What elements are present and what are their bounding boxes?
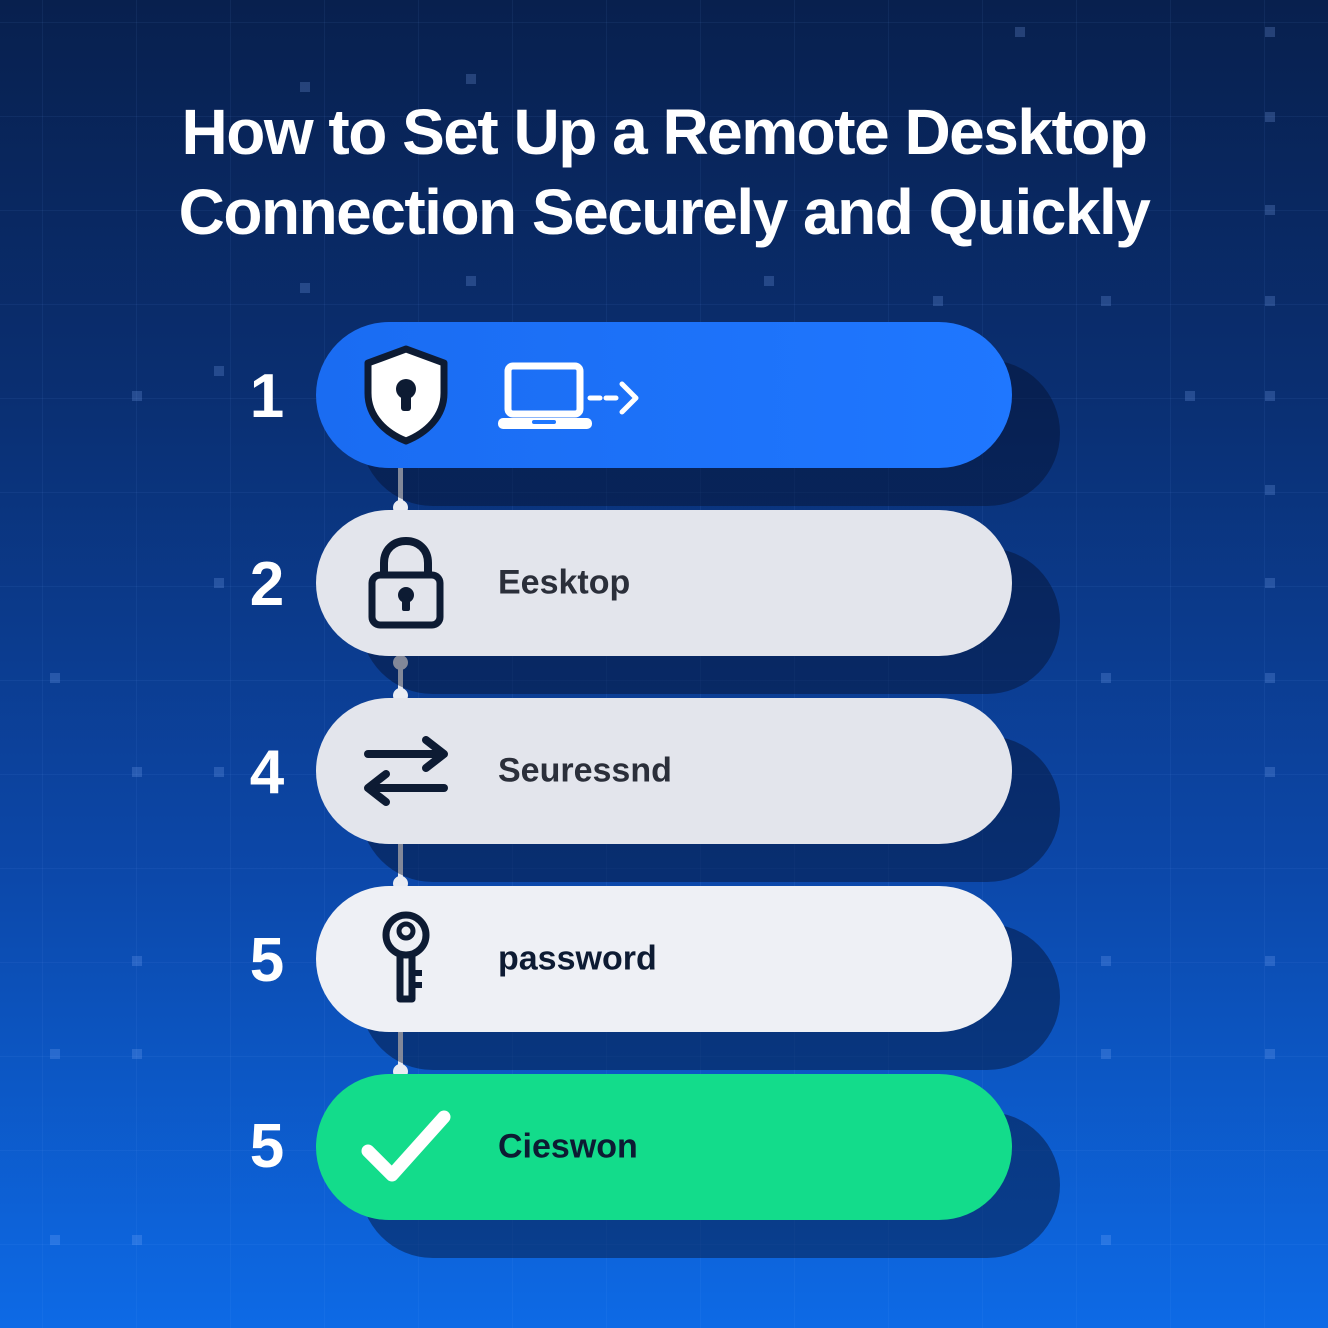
step-4-card[interactable]: password: [316, 886, 1012, 1032]
grid-marker: [214, 767, 224, 777]
grid-marker: [300, 283, 310, 293]
title-line-2: Connection Securely and Quickly: [178, 176, 1151, 248]
shield-lock-icon: [356, 345, 456, 445]
grid-marker: [1101, 296, 1111, 306]
grid-marker: [1265, 578, 1275, 588]
grid-marker: [1265, 296, 1275, 306]
grid-marker: [1101, 1235, 1111, 1245]
grid-marker: [1265, 112, 1275, 122]
step-1-card[interactable]: [316, 322, 1012, 468]
title-line-1: How to Set Up a Remote Desktop: [181, 96, 1148, 168]
step-number-3: 4: [249, 738, 285, 807]
grid-marker: [1265, 956, 1275, 966]
step-3-card[interactable]: Seuressnd: [316, 698, 1012, 844]
grid-marker: [1101, 673, 1111, 683]
grid-marker: [1015, 27, 1025, 37]
laptop-arrow-icon: [496, 360, 646, 437]
step-number-1: 1: [249, 362, 285, 431]
step-2-label: Eesktop: [498, 563, 631, 602]
swap-arrows-icon: [356, 721, 456, 821]
grid-marker: [50, 1049, 60, 1059]
grid-marker: [1101, 956, 1111, 966]
step-number-5: 5: [249, 1112, 285, 1181]
step-2-card[interactable]: Eesktop: [316, 510, 1012, 656]
grid-marker: [1265, 673, 1275, 683]
grid-marker: [300, 82, 310, 92]
padlock-icon: [356, 533, 456, 633]
step-5-label: Cieswon: [498, 1127, 638, 1166]
grid-marker: [1265, 27, 1275, 37]
grid-marker: [1101, 1049, 1111, 1059]
grid-marker: [1265, 391, 1275, 401]
grid-marker: [466, 276, 476, 286]
connector-dot: [393, 655, 408, 670]
grid-marker: [132, 1049, 142, 1059]
grid-marker: [466, 74, 476, 84]
grid-marker: [1185, 391, 1195, 401]
grid-marker: [1265, 205, 1275, 215]
grid-marker: [132, 391, 142, 401]
page-title: How to Set Up a Remote Desktop Connectio…: [0, 92, 1328, 252]
grid-marker: [1265, 485, 1275, 495]
grid-marker: [132, 1235, 142, 1245]
grid-marker: [50, 673, 60, 683]
grid-marker: [50, 1235, 60, 1245]
step-number-2: 2: [249, 550, 285, 619]
grid-marker: [132, 956, 142, 966]
grid-marker: [1265, 767, 1275, 777]
key-icon: [356, 909, 456, 1009]
grid-marker: [764, 276, 774, 286]
grid-marker: [214, 366, 224, 376]
grid-marker: [132, 767, 142, 777]
checkmark-icon: [356, 1097, 456, 1197]
grid-marker: [214, 578, 224, 588]
grid-marker: [933, 296, 943, 306]
step-5-card[interactable]: Cieswon: [316, 1074, 1012, 1220]
step-4-label: password: [498, 939, 657, 978]
grid-marker: [1265, 1049, 1275, 1059]
step-3-label: Seuressnd: [498, 751, 672, 790]
step-number-4: 5: [249, 926, 285, 995]
